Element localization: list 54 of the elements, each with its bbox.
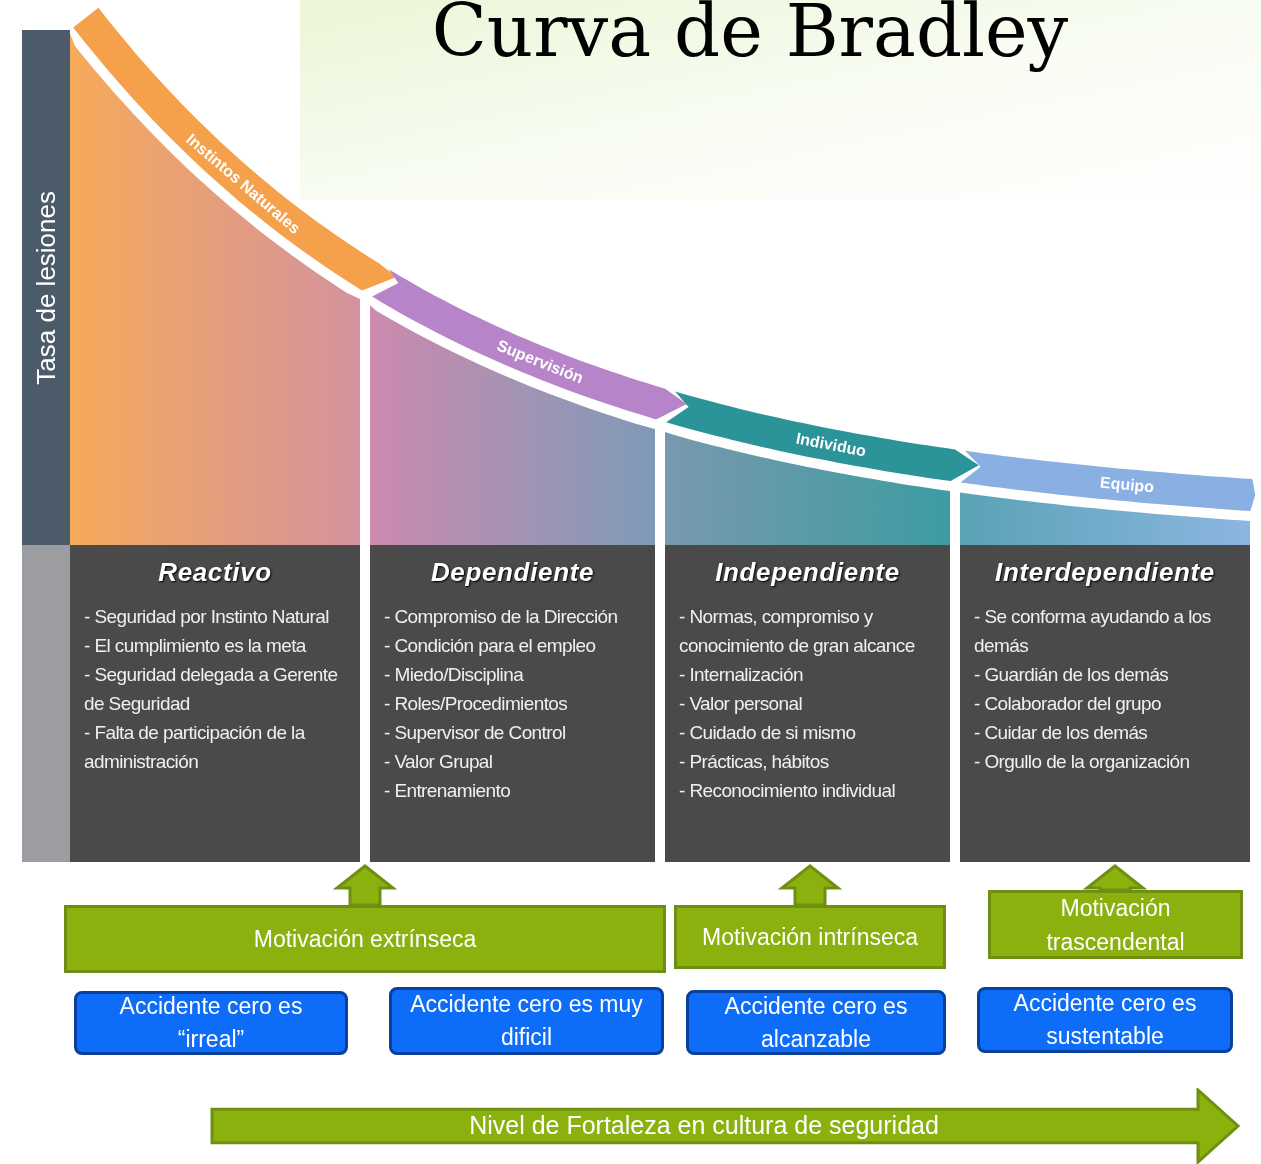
- goal-box: [389, 987, 664, 1055]
- stage-heading: Reactivo: [158, 556, 272, 589]
- up-arrow: [332, 864, 398, 907]
- arrow-label: Nivel de Fortaleza en cultura de seguridad: [469, 1110, 939, 1142]
- goal-box: [74, 991, 348, 1055]
- stage-heading: Independiente: [715, 556, 900, 589]
- stage-box: [70, 545, 360, 862]
- motivation-box: [988, 890, 1243, 959]
- goal-box: [686, 990, 946, 1055]
- stage-item: - Supervisor de Control: [384, 721, 567, 745]
- stage-item: - Reconocimiento individual: [679, 779, 897, 803]
- stage-box: [370, 545, 655, 862]
- title: Curva de Bradley: [430, 0, 1070, 75]
- stage-item: - Compromiso de la Dirección: [384, 605, 619, 629]
- progress-arrow: [210, 1088, 1240, 1164]
- motivation-text: Motivación trascendental: [1045, 893, 1186, 957]
- stage-item: - El cumplimiento es la meta: [84, 634, 308, 658]
- up-arrow: [777, 864, 843, 907]
- axis-bar: [22, 30, 70, 862]
- stage-item: - Prácticas, hábitos: [679, 750, 830, 774]
- stage-item: - Valor personal: [679, 692, 804, 716]
- stage-item: - Cuidado de si mismo: [679, 721, 857, 745]
- motivation-text: Motivación extrínseca: [253, 925, 477, 954]
- stage-item: - Falta de participación de la administración: [84, 721, 307, 774]
- stage-item: - Valor Grupal: [384, 750, 494, 774]
- stage-item: - Seguridad por Instinto Natural: [84, 605, 330, 629]
- goal-text: Accidente cero es sustentable: [1012, 989, 1198, 1051]
- goal-text: Accidente cero es “irreal”: [118, 992, 304, 1054]
- up-arrow: [1082, 864, 1148, 892]
- motivation-text: Motivación intrínseca: [701, 923, 918, 952]
- stage-box: [665, 545, 950, 862]
- stage-heading: Interdependiente: [995, 556, 1215, 589]
- curve-label: Equipo: [1099, 473, 1155, 497]
- motivation-box: [64, 905, 666, 973]
- stage-heading: Dependiente: [430, 556, 595, 589]
- axis-title: Tasa de lesiones: [29, 190, 62, 385]
- stage-item: - Orgullo de la organización: [974, 750, 1191, 774]
- stage-item: - Cuidar de los demás: [974, 721, 1149, 745]
- goal-text: Accidente cero es muy dificil: [409, 990, 644, 1052]
- stage-item: - Colaborador del grupo: [974, 692, 1162, 716]
- stage-item: - Normas, compromiso y conocimiento de gran alcance: [679, 605, 916, 658]
- stage-item: - Condición para el empleo: [384, 634, 597, 658]
- motivation-box: [674, 905, 946, 969]
- stage-item: - Se conforma ayudando a los demás: [974, 605, 1212, 658]
- stage-item: - Internalización: [679, 663, 804, 687]
- stage-item: - Seguridad delegada a Gerente de Seguridad: [84, 663, 339, 716]
- goal-box: [977, 987, 1233, 1053]
- curve-label: Individuo: [794, 429, 868, 461]
- stage-item: - Entrenamiento: [384, 779, 512, 803]
- stage-item: - Miedo/Disciplina: [384, 663, 525, 687]
- stage-item: - Guardián de los demás: [974, 663, 1170, 687]
- stage-item: - Roles/Procedimientos: [384, 692, 569, 716]
- goal-text: Accidente cero es alcanzable: [723, 991, 909, 1054]
- stage-box: [960, 545, 1250, 862]
